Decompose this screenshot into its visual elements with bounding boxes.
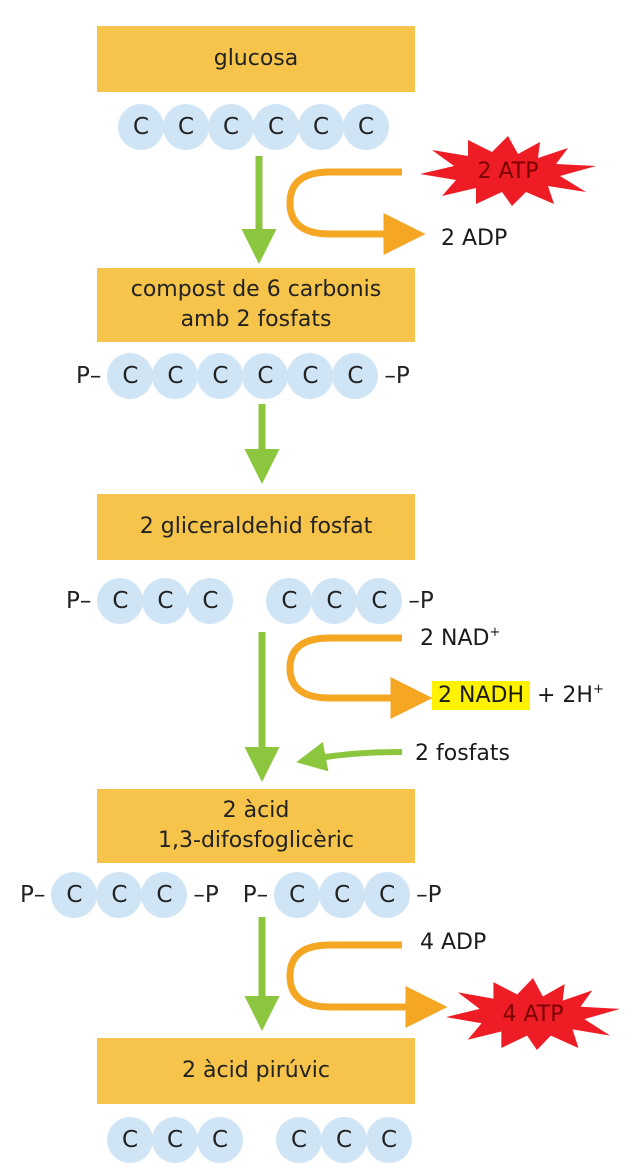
c6-phosphate-label-2: amb 2 fosfats [180, 307, 332, 332]
adp-label: 2 ADP [441, 226, 508, 251]
carbon-atom: C [319, 872, 366, 918]
carbon-atom: C [107, 1117, 153, 1163]
nadh-highlight: 2 NADH [432, 681, 530, 710]
phosphate-group: –P [193, 882, 219, 908]
phosphate-group: P– [66, 588, 92, 614]
carbon-atom: C [321, 1117, 367, 1163]
carbon-atom: C [242, 353, 289, 399]
nadh-product: 2 NADH + 2H+ [432, 681, 604, 710]
reaction-arrow-1 [286, 168, 426, 255]
starburst-icon [445, 978, 621, 1050]
carbon-atom: C [152, 1117, 198, 1163]
carbon-atom: C [253, 104, 299, 150]
compound-box-glucose: glucosa [97, 26, 415, 92]
carbon-atom: C [356, 578, 403, 624]
compound-box-pyruvate: 2 àcid pirúvic [97, 1038, 415, 1104]
carbon-atom: C [364, 872, 411, 918]
phosphate-group: P– [76, 363, 102, 389]
pyruvate-label: 2 àcid pirúvic [182, 1058, 330, 1083]
carbon-atom: C [197, 1117, 243, 1163]
carbon-atom: C [96, 872, 143, 918]
carbon-atom: C [287, 353, 334, 399]
carbon-atom: C [187, 578, 234, 624]
carbon-atom: C [51, 872, 98, 918]
carbon-atom: C [197, 353, 244, 399]
phosphate-group: –P [408, 588, 434, 614]
carbon-chain-glucose: C C C C C C [118, 103, 389, 151]
g3p-label: 2 gliceraldehid fosfat [139, 514, 373, 539]
carbon-atom: C [107, 353, 154, 399]
carbon-atom: C [163, 104, 209, 150]
reaction-arrow-3 [286, 634, 433, 719]
phosphate-input-arrow [296, 741, 403, 772]
carbon-atom: C [266, 578, 313, 624]
phosphate-group: –P [384, 363, 410, 389]
carbon-chain-bpg: P– C C C –P P– C C C –P [20, 871, 442, 919]
compound-box-c6-phosphate: compost de 6 carbonis amb 2 fosfats [97, 268, 415, 342]
carbon-atom: C [298, 104, 344, 150]
carbon-atom: C [142, 578, 189, 624]
glucose-label: glucosa [213, 46, 299, 71]
carbon-atom: C [97, 578, 144, 624]
atp-label: 2 ATP [477, 158, 539, 184]
carbon-atom: C [274, 872, 321, 918]
atp-output-label: 4 ATP [502, 1001, 564, 1027]
atp-burst-output: 4 ATP [444, 978, 622, 1050]
phosphates-label: 2 fosfats [415, 741, 510, 766]
carbon-atom: C [152, 353, 199, 399]
carbon-atom: C [276, 1117, 322, 1163]
atp-burst-input: 2 ATP [418, 136, 598, 206]
carbon-atom: C [343, 104, 389, 150]
carbon-atom: C [311, 578, 358, 624]
reaction-arrow-4 [286, 941, 448, 1028]
carbon-atom: C [208, 104, 254, 150]
phosphate-group: P– [242, 882, 269, 908]
carbon-chain-c6-phosphate: P– C C C C C C –P [76, 352, 410, 400]
adp-input-label: 4 ADP [420, 930, 487, 955]
phosphate-group: –P [416, 882, 442, 908]
compound-box-bpg: 2 àcid 1,3-difosfoglicèric [97, 789, 415, 863]
compound-box-g3p: 2 gliceraldehid fosfat [97, 494, 415, 560]
phosphate-group: P– [20, 882, 46, 908]
bpg-label-2: 1,3-difosfoglicèric [158, 828, 354, 853]
carbon-atom: C [118, 104, 164, 150]
carbon-chain-pyruvate: C C C C C C [107, 1116, 412, 1164]
carbon-chain-g3p: P– C C C C C C –P [66, 577, 434, 625]
nad-label: 2 NAD+ [420, 625, 501, 651]
bpg-label-1: 2 àcid [222, 798, 290, 823]
starburst-icon [420, 136, 596, 206]
carbon-atom: C [332, 353, 379, 399]
carbon-atom: C [141, 872, 188, 918]
c6-phosphate-label-1: compost de 6 carbonis [130, 277, 382, 302]
carbon-atom: C [366, 1117, 412, 1163]
